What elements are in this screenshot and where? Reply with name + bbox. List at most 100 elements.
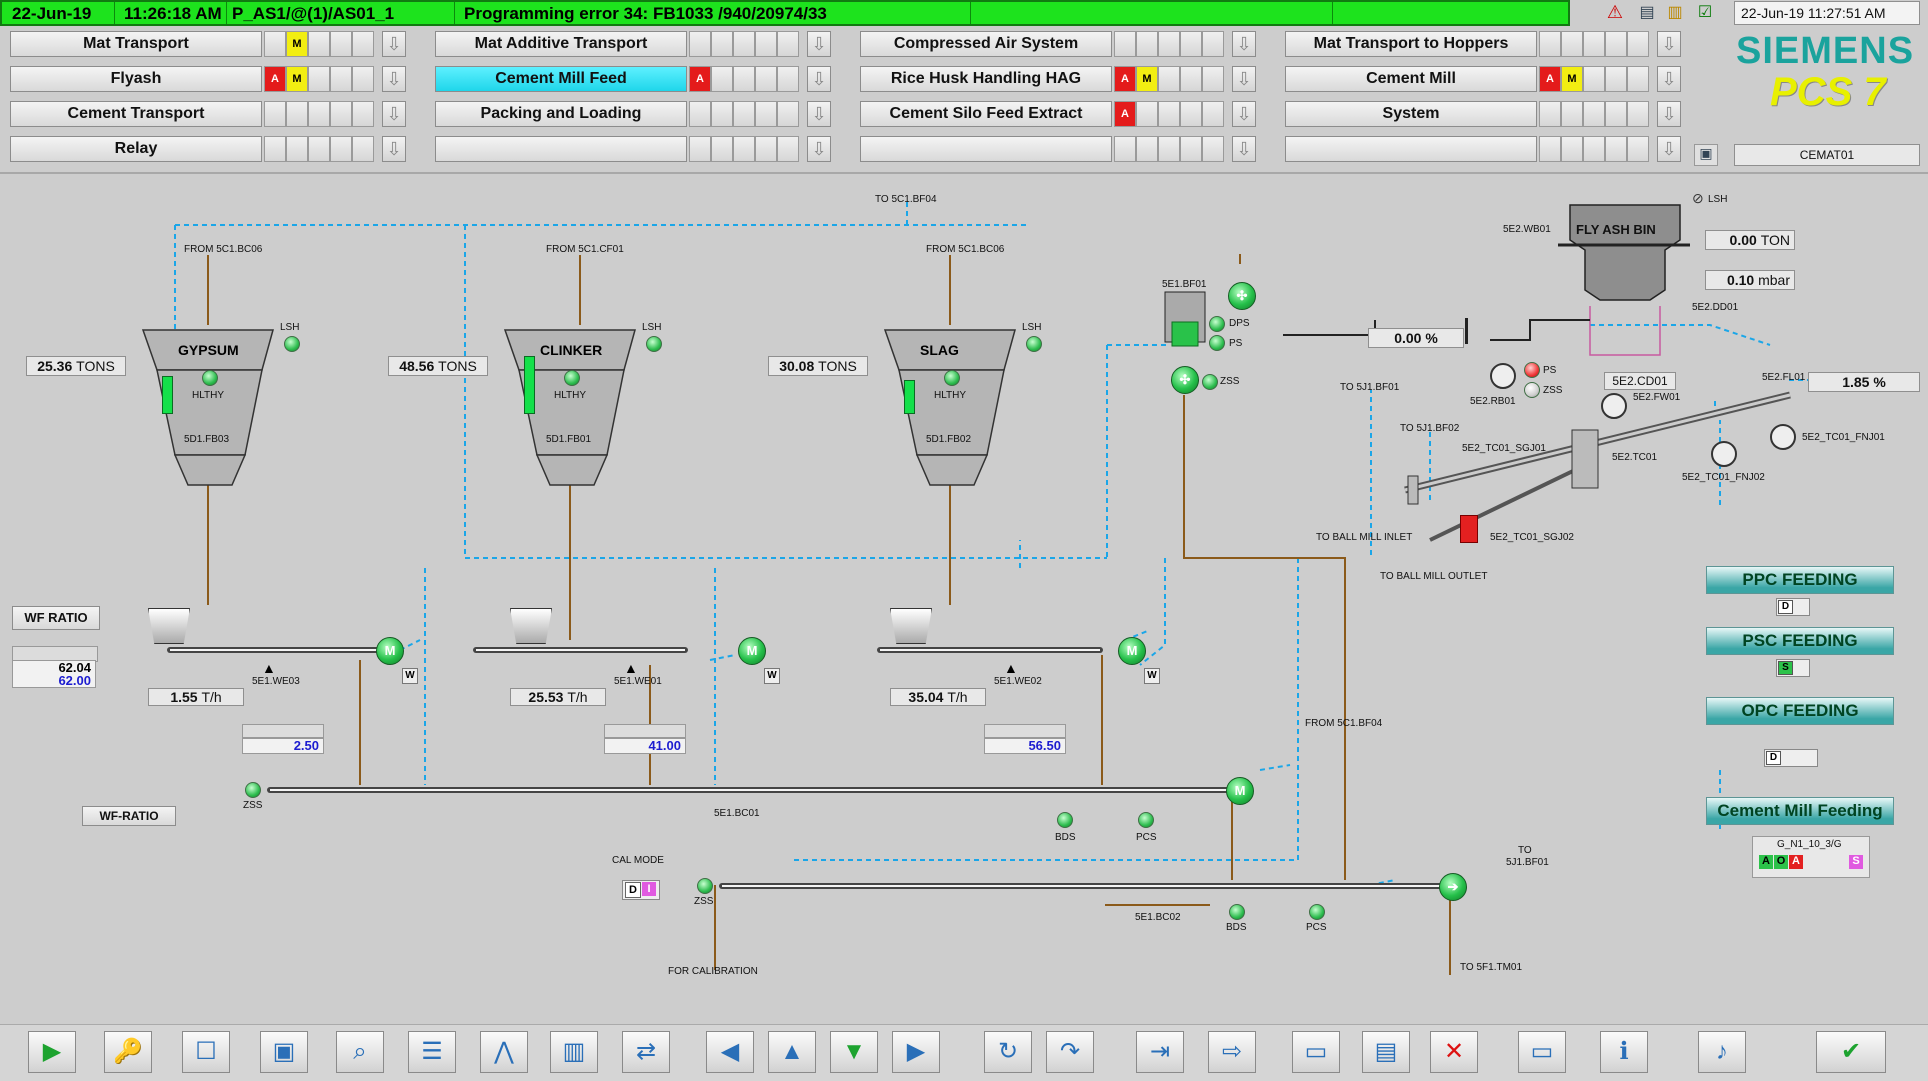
area-down-arrow-icon[interactable]: ⇩ — [1232, 31, 1256, 57]
bc02-motor[interactable]: ➔ — [1439, 873, 1467, 901]
area-down-arrow-icon[interactable]: ⇩ — [382, 136, 406, 162]
area-status-cell[interactable] — [777, 31, 799, 57]
feeding-title-3[interactable]: Cement Mill Feeding — [1706, 797, 1894, 825]
zss-lamp-bf01[interactable] — [1202, 374, 1218, 390]
area-status-cell[interactable] — [308, 31, 330, 57]
group-display[interactable]: G_N1_10_3/G A O A S — [1752, 836, 1870, 878]
dps-lamp[interactable] — [1209, 316, 1225, 332]
fnj02-fan-icon[interactable] — [1711, 441, 1737, 467]
run-icon[interactable]: ▶ — [28, 1031, 76, 1073]
area-status-cell[interactable] — [1202, 101, 1224, 127]
feeding-mode-0[interactable]: D — [1776, 598, 1810, 616]
area-down-arrow-icon[interactable]: ⇩ — [807, 101, 831, 127]
area-status-cell[interactable] — [330, 31, 352, 57]
weigher-motor[interactable]: M — [738, 637, 766, 665]
sgj02-gate-alarm[interactable] — [1460, 515, 1478, 543]
area-status-cell[interactable] — [1136, 31, 1158, 57]
area-status-cell[interactable]: A — [1114, 66, 1136, 92]
area-status-cell[interactable] — [755, 101, 777, 127]
hopper-health-lamp[interactable] — [944, 370, 960, 386]
area-status-cell[interactable] — [1561, 31, 1583, 57]
checklist-icon[interactable]: ☑ — [1697, 4, 1713, 21]
area-status-cell[interactable] — [1202, 66, 1224, 92]
area-status-cell[interactable] — [1605, 31, 1627, 57]
area-down-arrow-icon[interactable]: ⇩ — [1657, 66, 1681, 92]
area-status-cell[interactable] — [1627, 66, 1649, 92]
screen-list-icon[interactable]: ▤ — [1639, 4, 1655, 21]
area-button-system[interactable]: System — [1285, 101, 1537, 127]
area-button-flyash[interactable]: Flyash — [10, 66, 262, 92]
down-icon[interactable]: ▼ — [830, 1031, 878, 1073]
new-screen-icon[interactable]: ☐ — [182, 1031, 230, 1073]
area-status-cell[interactable] — [264, 136, 286, 162]
area-button-relay[interactable]: Relay — [10, 136, 262, 162]
area-status-cell[interactable] — [352, 31, 374, 57]
area-status-cell[interactable] — [1561, 101, 1583, 127]
area-status-cell[interactable] — [286, 101, 308, 127]
area-status-cell[interactable] — [777, 66, 799, 92]
area-status-cell[interactable]: M — [286, 31, 308, 57]
area-status-cell[interactable] — [755, 136, 777, 162]
area-button-mat-transport[interactable]: Mat Transport — [10, 31, 262, 57]
fan-motor-icon[interactable]: ✣ — [1228, 282, 1256, 310]
area-status-cell[interactable] — [1561, 136, 1583, 162]
trend-icon[interactable]: ⋀ — [480, 1031, 528, 1073]
area-status-cell[interactable] — [689, 101, 711, 127]
area-status-cell[interactable] — [755, 31, 777, 57]
delete-icon[interactable]: ✕ — [1430, 1031, 1478, 1073]
feeding-title-1[interactable]: PSC FEEDING — [1706, 627, 1894, 655]
fnj01-fan-icon[interactable] — [1770, 424, 1796, 450]
feeding-title-2[interactable]: OPC FEEDING — [1706, 697, 1894, 725]
area-status-cell[interactable] — [352, 66, 374, 92]
area-down-arrow-icon[interactable]: ⇩ — [382, 66, 406, 92]
area-status-cell[interactable] — [1583, 101, 1605, 127]
station-icon[interactable]: ▣ — [1694, 144, 1718, 166]
area-status-cell[interactable] — [1158, 136, 1180, 162]
feeding-mode-1[interactable]: S — [1776, 659, 1810, 677]
login-icon[interactable]: ⇥ — [1136, 1031, 1184, 1073]
weigher-w-button[interactable]: W — [764, 668, 780, 684]
export-icon[interactable]: ⇄ — [622, 1031, 670, 1073]
area-status-cell[interactable] — [711, 31, 733, 57]
alarm-line[interactable]: 22-Jun-19 11:26:18 AM P_AS1/@(1)/AS01_1 … — [0, 0, 1570, 26]
area-status-cell[interactable] — [733, 66, 755, 92]
area-status-cell[interactable] — [1627, 101, 1649, 127]
area-status-cell[interactable] — [1627, 31, 1649, 57]
thermo-icon[interactable]: ▥ — [550, 1031, 598, 1073]
area-status-cell[interactable] — [1158, 66, 1180, 92]
bds-lamp-bc02[interactable] — [1229, 904, 1245, 920]
area-status-cell[interactable] — [1180, 66, 1202, 92]
right-icon[interactable]: ▶ — [892, 1031, 940, 1073]
area-status-cell[interactable] — [1539, 31, 1561, 57]
area-button-empty-13[interactable] — [435, 136, 687, 162]
refresh-icon[interactable]: ↻ — [984, 1031, 1032, 1073]
area-button-rice-husk-handling-hag[interactable]: Rice Husk Handling HAG — [860, 66, 1112, 92]
weigher-setpoint[interactable]: 2.50 — [242, 724, 324, 754]
area-status-cell[interactable] — [733, 136, 755, 162]
area-status-cell[interactable] — [1180, 136, 1202, 162]
wf-ratio2-button[interactable]: WF-RATIO — [82, 806, 176, 826]
area-button-cement-mill[interactable]: Cement Mill — [1285, 66, 1537, 92]
screen-c-icon[interactable]: ▣ — [260, 1031, 308, 1073]
area-status-cell[interactable] — [1627, 136, 1649, 162]
area-status-cell[interactable]: A — [689, 66, 711, 92]
area-status-cell[interactable] — [689, 31, 711, 57]
hopper-health-lamp[interactable] — [564, 370, 580, 386]
area-down-arrow-icon[interactable]: ⇩ — [1657, 31, 1681, 57]
area-status-cell[interactable] — [1202, 136, 1224, 162]
area-status-cell[interactable]: M — [1136, 66, 1158, 92]
area-button-cement-transport[interactable]: Cement Transport — [10, 101, 262, 127]
area-down-arrow-icon[interactable]: ⇩ — [382, 101, 406, 127]
area-status-cell[interactable] — [1114, 136, 1136, 162]
area-down-arrow-icon[interactable]: ⇩ — [1657, 136, 1681, 162]
forward-icon[interactable]: ⇨ — [1208, 1031, 1256, 1073]
area-status-cell[interactable] — [711, 66, 733, 92]
area-status-cell[interactable]: A — [264, 66, 286, 92]
bc01-motor[interactable]: M — [1226, 777, 1254, 805]
area-status-cell[interactable] — [1605, 66, 1627, 92]
area-status-cell[interactable] — [1539, 136, 1561, 162]
lsh-lamp[interactable] — [284, 336, 300, 352]
area-button-empty-14[interactable] — [860, 136, 1112, 162]
zss-lamp-flyash[interactable] — [1524, 382, 1540, 398]
weigher-motor[interactable]: M — [376, 637, 404, 665]
